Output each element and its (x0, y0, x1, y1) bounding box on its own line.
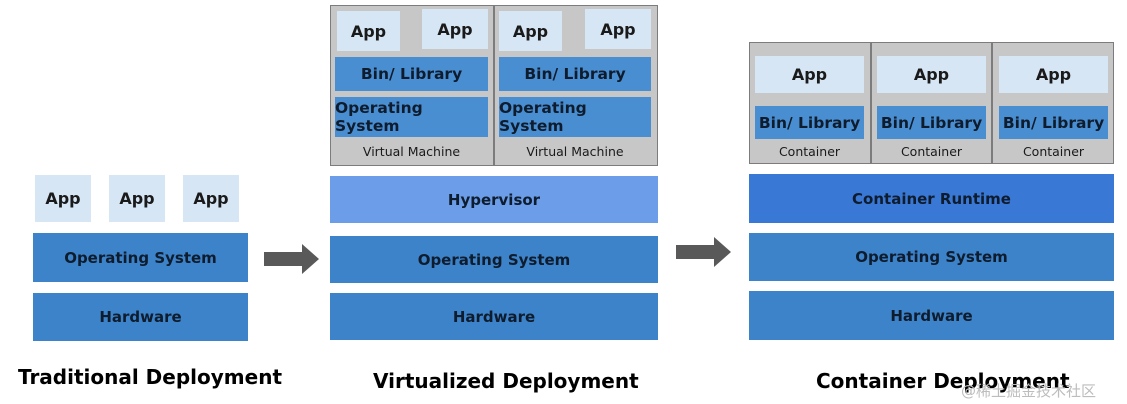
vm1-app-2: App (422, 9, 488, 49)
container2-app: App (877, 56, 986, 93)
traditional-app-2: App (109, 175, 165, 222)
hypervisor-layer: Hypervisor (330, 176, 658, 223)
container3-caption: Container (1022, 143, 1085, 159)
container1-app: App (755, 56, 864, 93)
container-title: Container Deployment (816, 369, 1070, 393)
vm2-os: Operating System (499, 97, 651, 137)
container-hardware-layer: Hardware (749, 291, 1114, 340)
vm-divider (493, 5, 495, 166)
traditional-hardware-layer: Hardware (33, 293, 248, 341)
container2-bin-library: Bin/ Library (877, 106, 986, 139)
container-runtime-layer: Container Runtime (749, 174, 1114, 223)
vm1-bin-library: Bin/ Library (335, 57, 488, 91)
vm1-os: Operating System (335, 97, 488, 137)
right-arrow-icon (264, 244, 319, 274)
traditional-os-layer: Operating System (33, 233, 248, 282)
vm2-app-1: App (499, 11, 562, 51)
container-divider-2 (991, 42, 993, 164)
container1-caption: Container (778, 143, 841, 159)
virtualized-os-layer: Operating System (330, 236, 658, 283)
container1-bin-library: Bin/ Library (755, 106, 864, 139)
watermark: @稀土掘金技术社区 (961, 382, 1097, 400)
vm2-app-2: App (585, 9, 651, 49)
vm2-caption: Virtual Machine (526, 143, 624, 159)
vm1-caption: Virtual Machine (362, 143, 461, 159)
container2-caption: Container (900, 143, 963, 159)
vm2-bin-library: Bin/ Library (499, 57, 651, 91)
virtualized-hardware-layer: Hardware (330, 293, 658, 340)
traditional-app-3: App (183, 175, 239, 222)
container3-app: App (999, 56, 1108, 93)
traditional-title: Traditional Deployment (18, 365, 283, 389)
traditional-app-1: App (35, 175, 91, 222)
vm1-app-1: App (337, 11, 400, 51)
virtualized-title: Virtualized Deployment (373, 369, 639, 393)
container3-bin-library: Bin/ Library (999, 106, 1108, 139)
container-os-layer: Operating System (749, 233, 1114, 281)
right-arrow-icon (676, 237, 731, 267)
container-divider-1 (870, 42, 872, 164)
